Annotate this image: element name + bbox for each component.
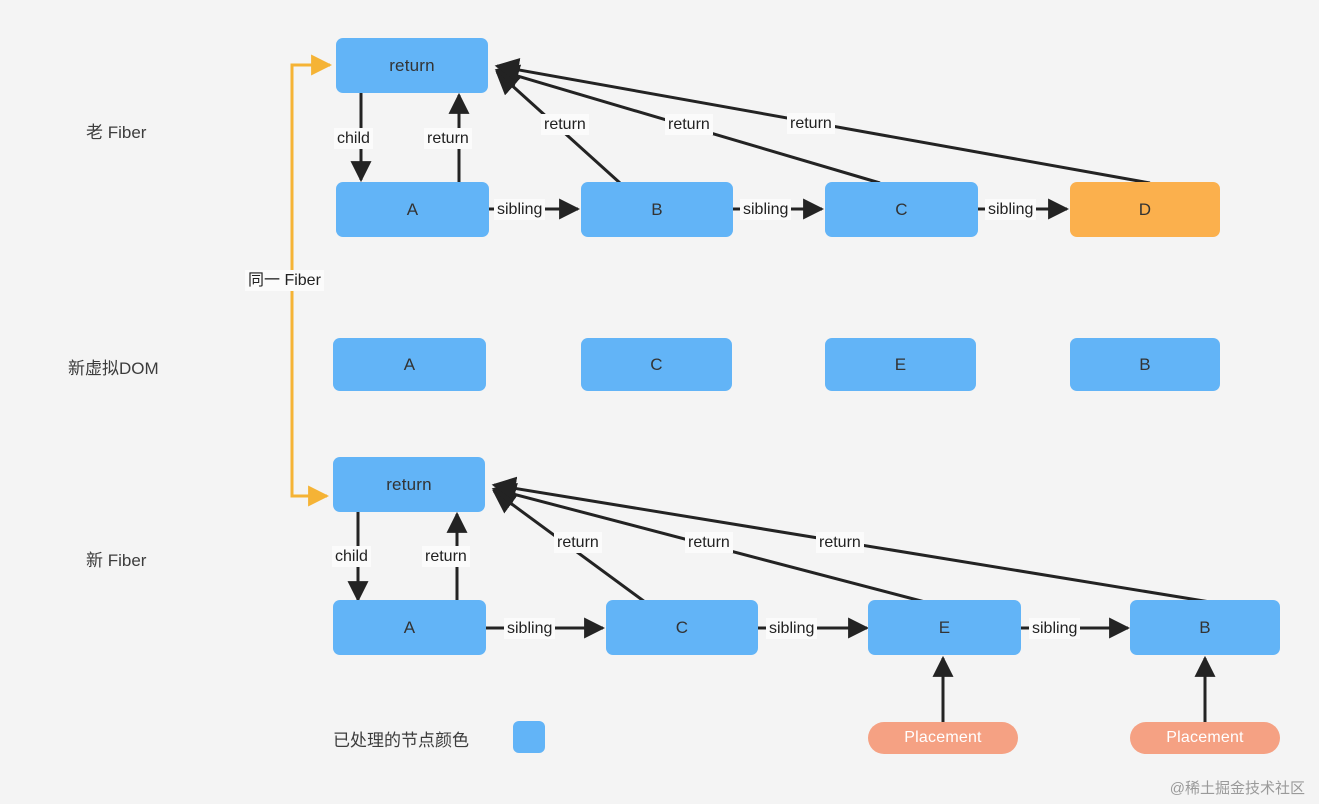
row-label-old-fiber: 老 Fiber [86,123,147,142]
old-fiber-node-d[interactable]: D [1070,182,1220,237]
new-fiber-root[interactable]: return [333,457,485,512]
edge-label-new-return-b: return [816,532,864,553]
edge-label-new-sibling-eb: sibling [1029,618,1081,639]
new-vdom-node-b[interactable]: B [1070,338,1220,391]
edge-label-old-sibling-bc: sibling [740,199,792,220]
edge-label-new-sibling-ac: sibling [504,618,556,639]
edge-label-old-return-d: return [787,113,835,134]
edge-label-old-sibling-cd: sibling [985,199,1037,220]
old-fiber-root[interactable]: return [336,38,488,93]
edge-label-old-return-b: return [541,114,589,135]
new-vdom-node-c[interactable]: C [581,338,732,391]
row-label-new-vdom: 新虚拟DOM [68,359,159,378]
new-fiber-node-c[interactable]: C [606,600,758,655]
edge-label-old-return-c: return [665,114,713,135]
placement-tag-b[interactable]: Placement [1130,722,1280,754]
edge-label-old-child: child [334,128,373,149]
row-label-new-fiber: 新 Fiber [86,551,147,570]
edge-label-new-child: child [332,546,371,567]
new-vdom-node-a[interactable]: A [333,338,486,391]
edge-label-same-fiber: 同一 Fiber [245,270,324,291]
old-fiber-node-c[interactable]: C [825,182,978,237]
edge-label-new-return-a: return [422,546,470,567]
new-vdom-node-e[interactable]: E [825,338,976,391]
new-fiber-node-e[interactable]: E [868,600,1021,655]
watermark: @稀土掘金技术社区 [1169,780,1305,797]
old-fiber-node-a[interactable]: A [336,182,489,237]
edge-label-new-return-c: return [554,532,602,553]
new-fiber-node-a[interactable]: A [333,600,486,655]
legend-label: 已处理的节点颜色 [333,731,469,750]
edge-label-old-sibling-ab: sibling [494,199,546,220]
edge-label-old-return-a: return [424,128,472,149]
edge-label-new-sibling-ce: sibling [766,618,818,639]
old-fiber-node-b[interactable]: B [581,182,733,237]
placement-tag-e[interactable]: Placement [868,722,1018,754]
legend-swatch [513,721,545,753]
edge-label-new-return-e: return [685,532,733,553]
new-fiber-node-b[interactable]: B [1130,600,1280,655]
